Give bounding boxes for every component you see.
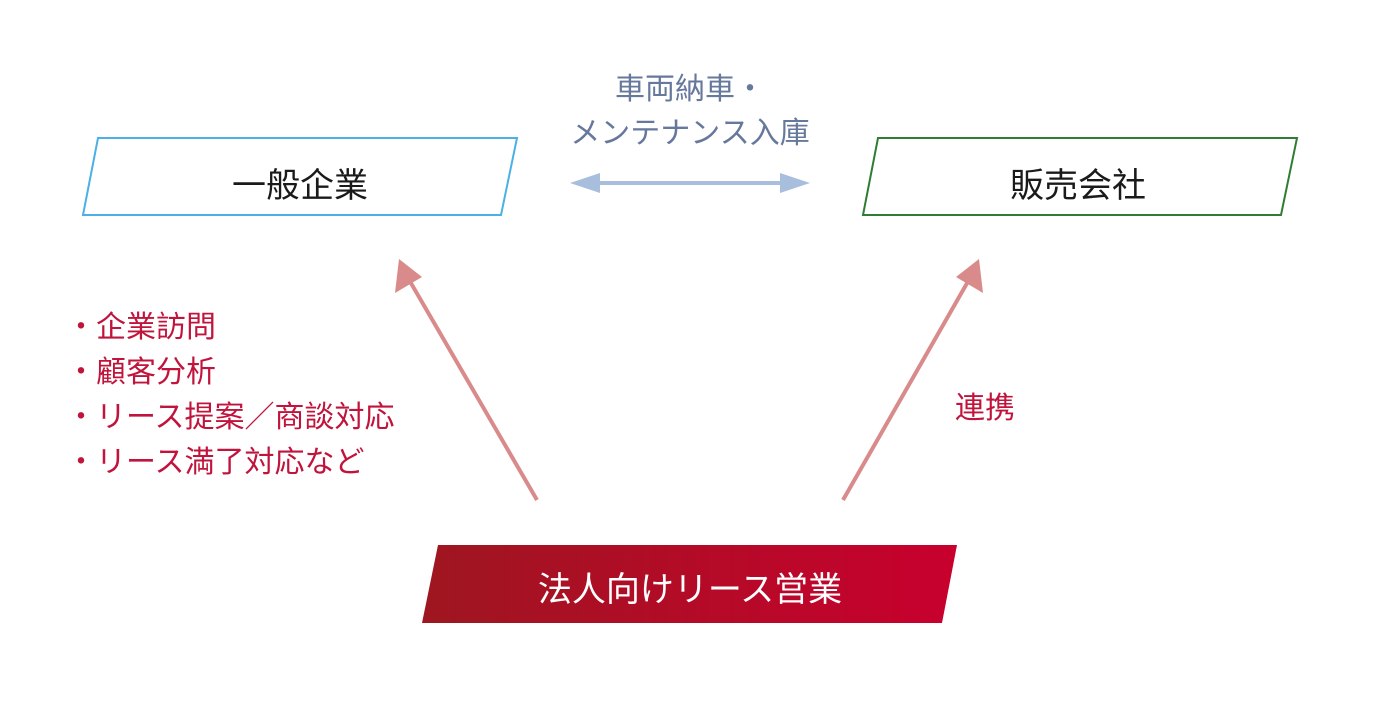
activity-list: ・企業訪問 ・顧客分析 ・リース提案／商談対応 ・リース満了対応など — [66, 305, 395, 485]
arrow-to-left-node — [395, 259, 539, 502]
node-left-box — [81, 137, 519, 216]
link-label: 連携 — [955, 391, 1015, 426]
exchange-label-line2: メンテナンス入庫 — [570, 116, 810, 151]
exchange-label: 車両納車・ メンテナンス入庫 — [500, 68, 880, 156]
node-right-box — [861, 137, 1299, 216]
activity-item: ・企業訪問 — [66, 310, 216, 345]
activity-item: ・リース満了対応など — [66, 445, 365, 480]
arrow-to-right-node — [841, 259, 983, 501]
exchange-label-line1: 車両納車・ — [615, 72, 765, 107]
activity-item: ・顧客分析 — [66, 355, 216, 390]
bidirectional-arrow — [570, 173, 810, 193]
node-bottom-box — [422, 545, 957, 623]
node-bottom-label: 法人向けリース営業 — [537, 570, 843, 610]
node-left-label: 一般企業 — [232, 166, 368, 206]
activity-item: ・リース提案／商談対応 — [66, 400, 395, 435]
node-right-label: 販売会社 — [1010, 166, 1146, 206]
